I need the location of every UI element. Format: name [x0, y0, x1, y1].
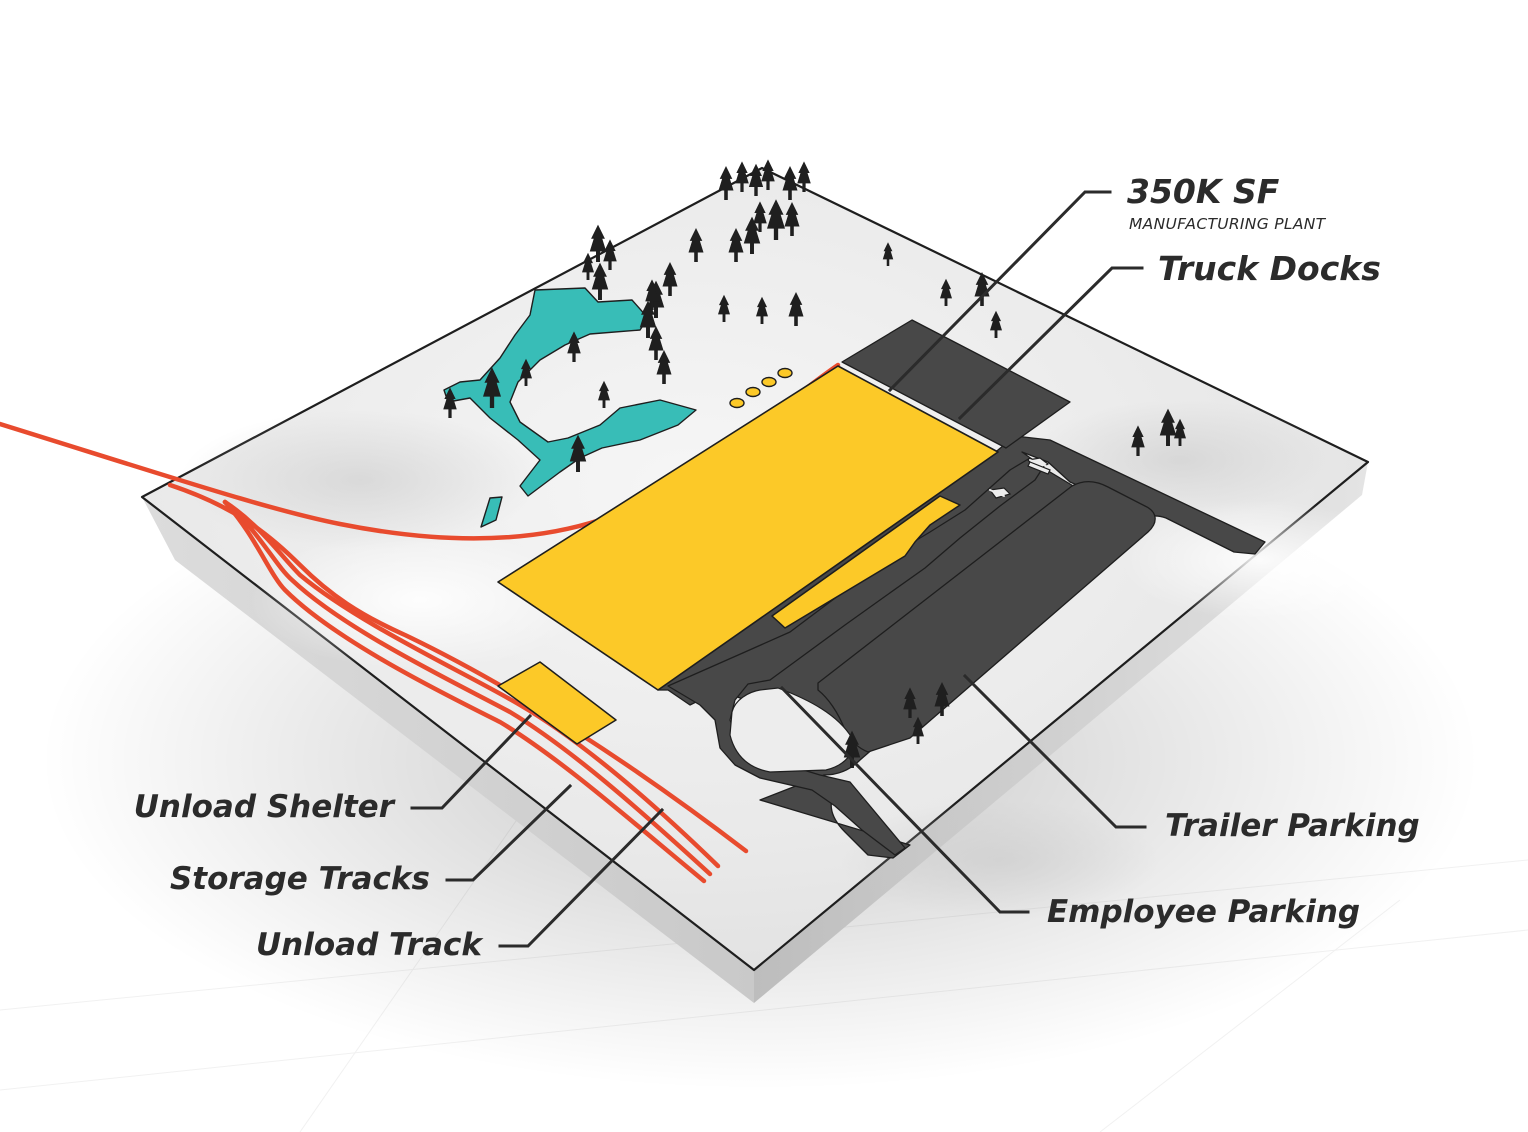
conifer-tree-icon: [753, 201, 767, 232]
tree-group: [443, 159, 1186, 768]
conifer-tree-icon: [843, 730, 861, 768]
conifer-tree-icon: [761, 159, 775, 190]
truck-docks-label: Truck Docks: [1158, 249, 1381, 288]
conifer-tree-icon: [882, 242, 894, 266]
pavement: [657, 319, 1266, 859]
conifer-tree-icon: [443, 387, 457, 418]
conifer-tree-icon: [990, 310, 1002, 338]
unload-track-label: Unload Track: [255, 927, 482, 963]
conifer-tree-icon: [767, 199, 785, 240]
truck-court: [841, 319, 1071, 449]
conifer-tree-icon: [483, 367, 501, 408]
trailer-parking-lot: [817, 480, 1156, 753]
leader-unload-shelter: [410, 713, 533, 810]
trailer-parking-label: Trailer Parking: [1165, 808, 1420, 844]
conifer-tree-icon: [784, 202, 800, 236]
curb-slots: [989, 459, 1047, 497]
conifer-tree-icon: [743, 216, 761, 254]
storage-track-rail-3: [222, 499, 707, 884]
unload-shelter-building: [497, 661, 617, 745]
conifer-tree-icon: [1131, 425, 1145, 456]
conifer-tree-icon: [1174, 418, 1186, 446]
conifer-tree-icon: [934, 682, 950, 716]
conifer-tree-icon: [645, 279, 659, 310]
manufacturing-plant-building: [497, 365, 999, 691]
leader-unload-track: [498, 807, 665, 948]
conifer-tree-icon: [903, 687, 917, 718]
conifer-tree-icon: [662, 262, 678, 296]
conifer-tree-icon: [718, 166, 734, 200]
dock-annex-building: [771, 495, 961, 629]
conifer-tree-icon: [728, 228, 744, 262]
conifer-tree-icon: [603, 239, 617, 270]
islands: [729, 457, 1051, 773]
conifer-tree-icon: [974, 272, 990, 306]
conifer-tree-icon: [688, 228, 704, 262]
conifer-tree-icon: [569, 434, 587, 472]
storage-tracks-label: Storage Tracks: [169, 861, 430, 897]
leader-lines: [410, 190, 1147, 948]
conifer-tree-icon: [797, 161, 811, 192]
conifer-tree-icon: [782, 166, 798, 200]
conifer-tree-icon: [520, 358, 532, 386]
conifer-tree-icon: [912, 716, 924, 744]
leader-plant-size: [887, 190, 1112, 393]
storage-track-rail-2: [222, 499, 713, 877]
conifer-tree-icon: [589, 224, 607, 262]
leader-truck-docks: [957, 266, 1144, 421]
conifer-tree-icon: [788, 292, 804, 326]
conifer-tree-icon: [591, 262, 609, 300]
conifer-tree-icon: [598, 380, 610, 408]
unload-shelter-label: Unload Shelter: [133, 789, 394, 825]
conifer-tree-icon: [648, 326, 664, 360]
leader-trailer-parking: [962, 673, 1147, 829]
employee-parking-lot: [667, 457, 1045, 856]
storage-track-rail-1: [222, 499, 721, 869]
conifer-tree-icon: [756, 296, 768, 324]
leader-storage-tracks: [445, 783, 573, 882]
conifer-tree-icon: [582, 252, 594, 280]
conifer-tree-icon: [718, 294, 730, 322]
conifer-tree-icon: [567, 331, 581, 362]
conifer-tree-icon: [735, 161, 749, 192]
employee-parking-label: Employee Parking: [1047, 894, 1361, 930]
leader-employee-parking: [779, 685, 1030, 914]
conifer-tree-icon: [1159, 408, 1177, 446]
storage-tanks: [729, 367, 793, 409]
conifer-tree-icon: [656, 350, 672, 384]
plant-type-label: MANUFACTURING PLANT: [1129, 215, 1326, 233]
conifer-tree-icon: [940, 278, 952, 306]
conifer-tree-icon: [748, 163, 764, 196]
plant-size-label: 350K SF: [1127, 172, 1280, 211]
